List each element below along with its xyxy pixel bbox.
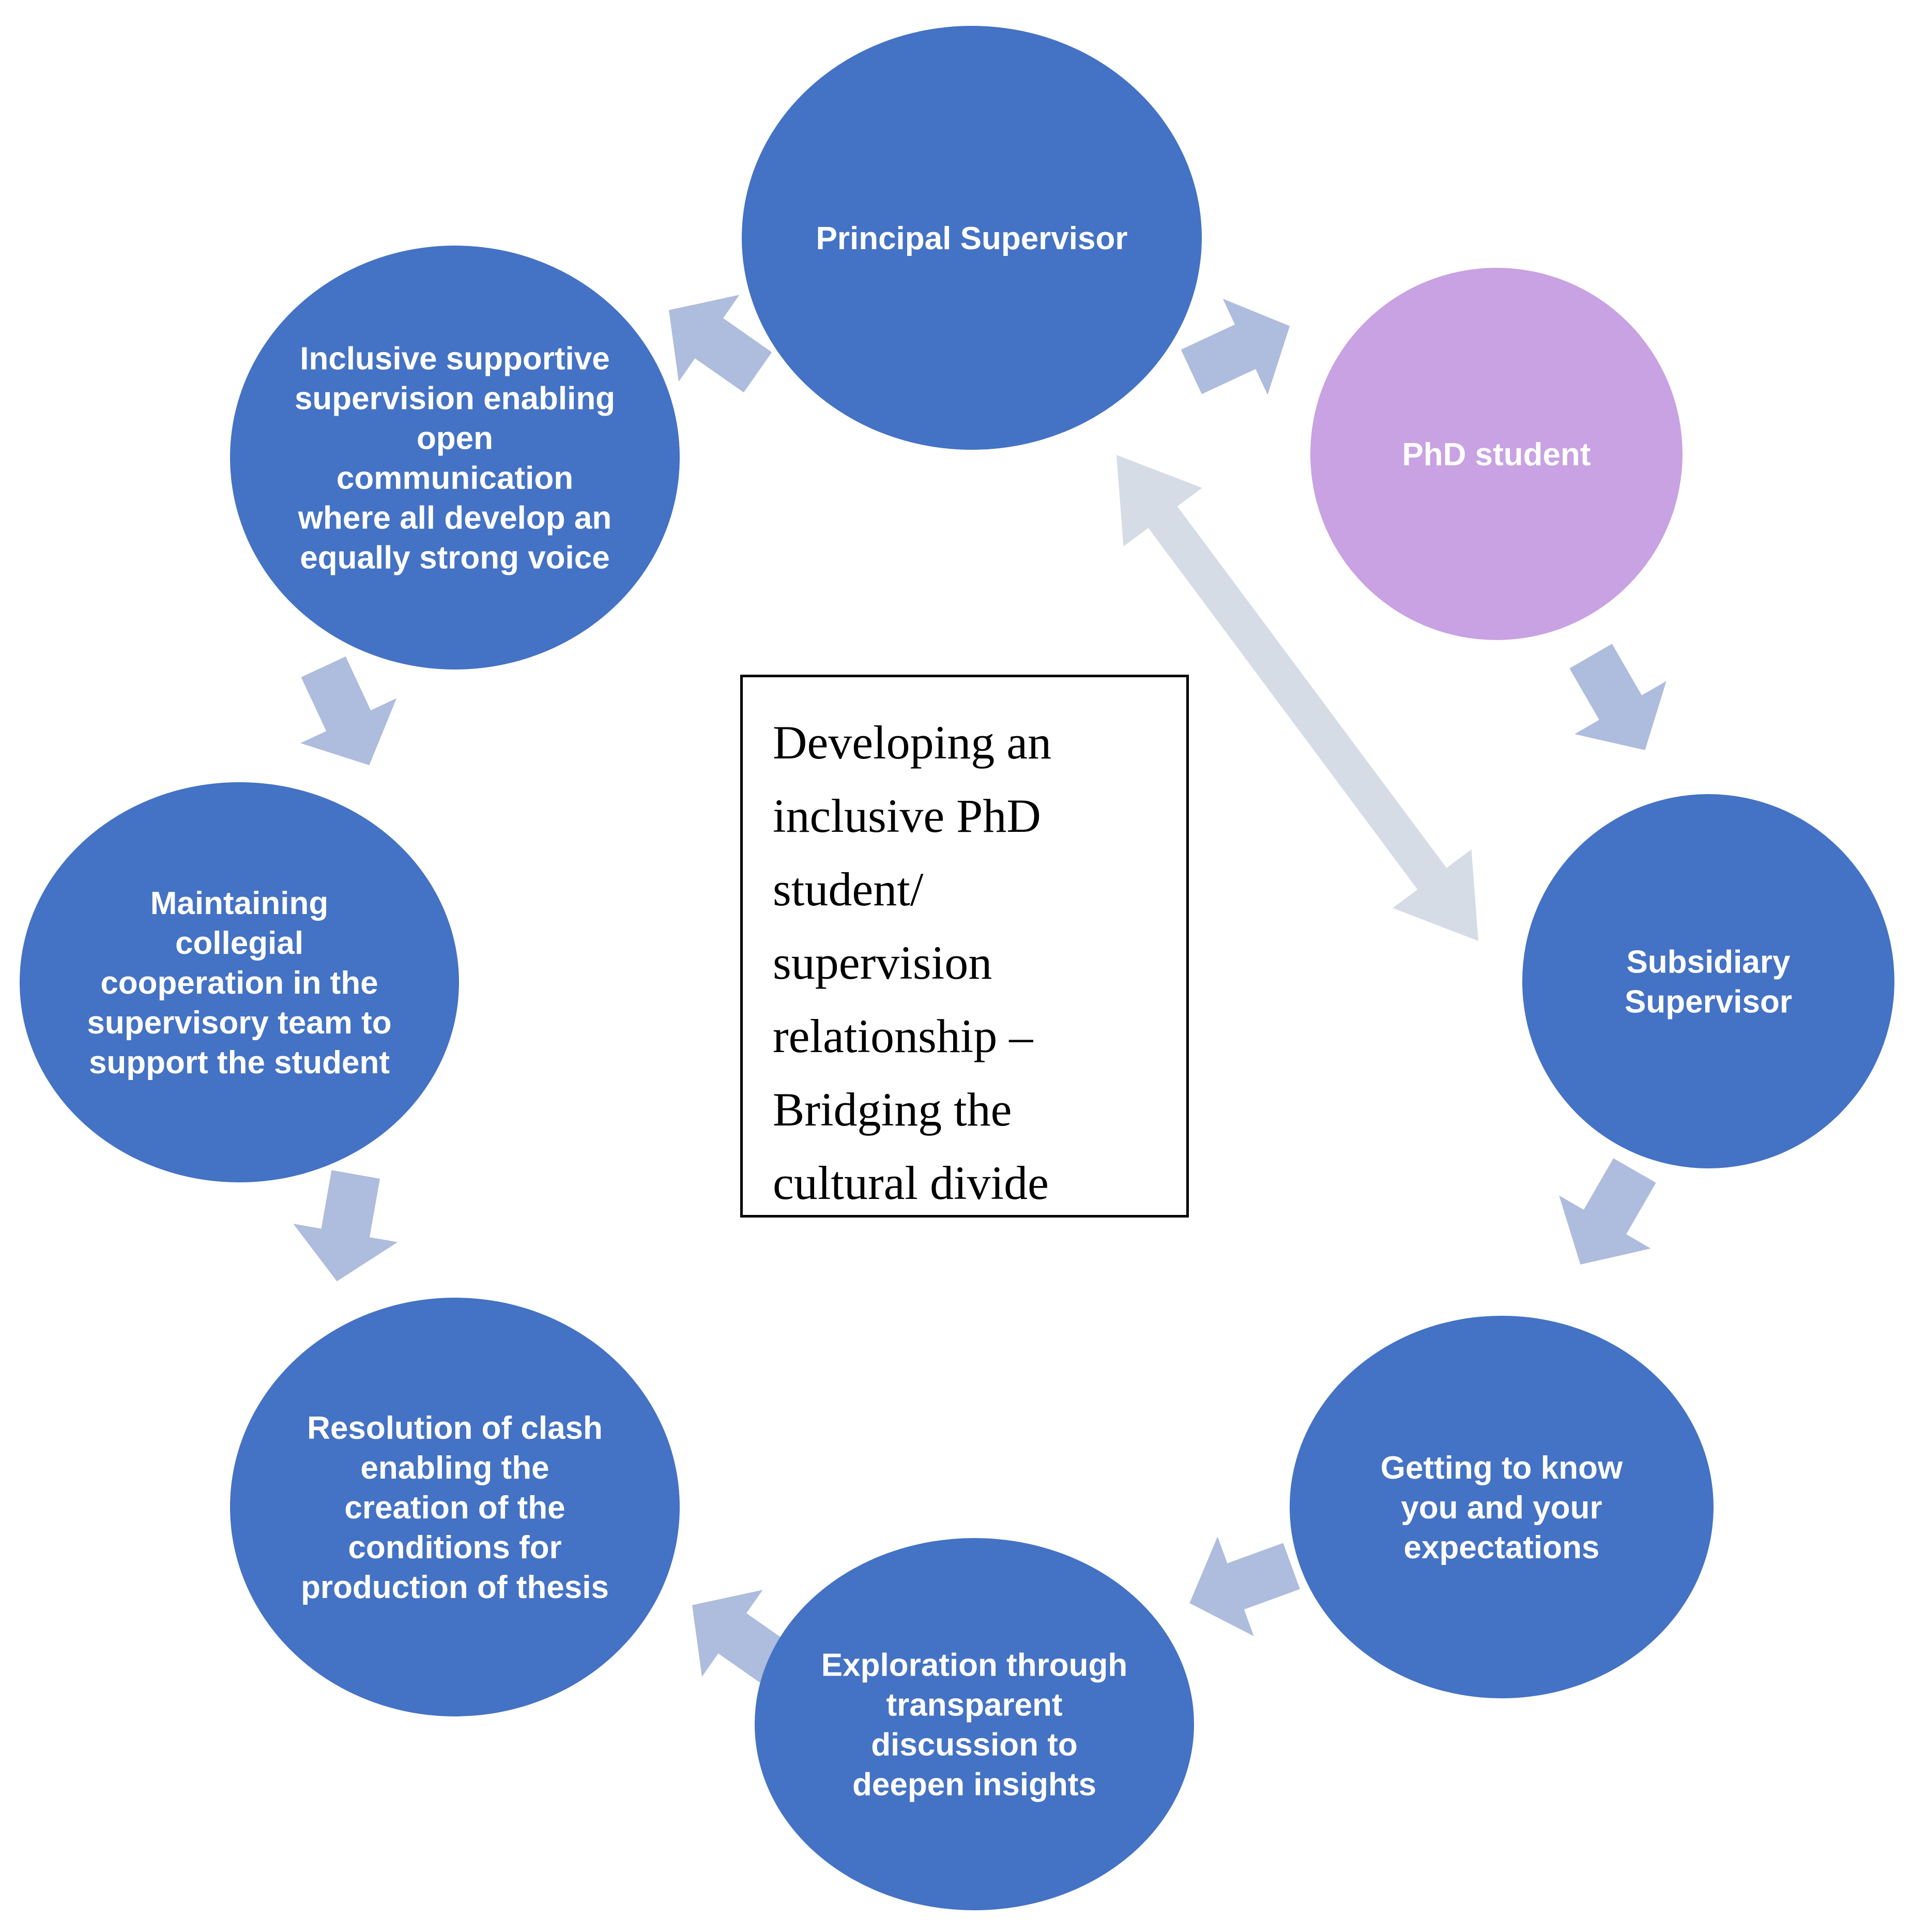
node-label: PhD student [1402, 437, 1590, 473]
node-circle [1310, 268, 1682, 640]
node-circle [1522, 794, 1894, 1168]
cycle-arrow [1189, 1537, 1300, 1636]
node-circle [755, 1538, 1194, 1910]
node-label: Principal Supervisor [816, 221, 1128, 256]
node-circle [230, 246, 680, 670]
cycle-arrow [1181, 298, 1290, 395]
center-title: Developing an inclusive PhD student/ sup… [773, 716, 1052, 1209]
cycle-arrow [1559, 1158, 1656, 1265]
node-circle [20, 782, 459, 1182]
cycle-arrow [293, 1170, 398, 1282]
cycle-arrow [1569, 644, 1666, 750]
node-circle [1290, 1316, 1714, 1698]
node-phd-student: PhD student [1310, 268, 1682, 640]
cycle-arrow [300, 656, 397, 766]
cycle-arrow [668, 295, 772, 393]
arrows-layer [293, 295, 1666, 1688]
center-title-box: Developing an inclusive PhD student/ sup… [740, 675, 1189, 1218]
node-circle [230, 1298, 680, 1716]
node-circle [742, 26, 1202, 450]
node-principal-supervisor: Principal Supervisor [742, 26, 1202, 450]
double-headed-arrow [1116, 455, 1479, 941]
